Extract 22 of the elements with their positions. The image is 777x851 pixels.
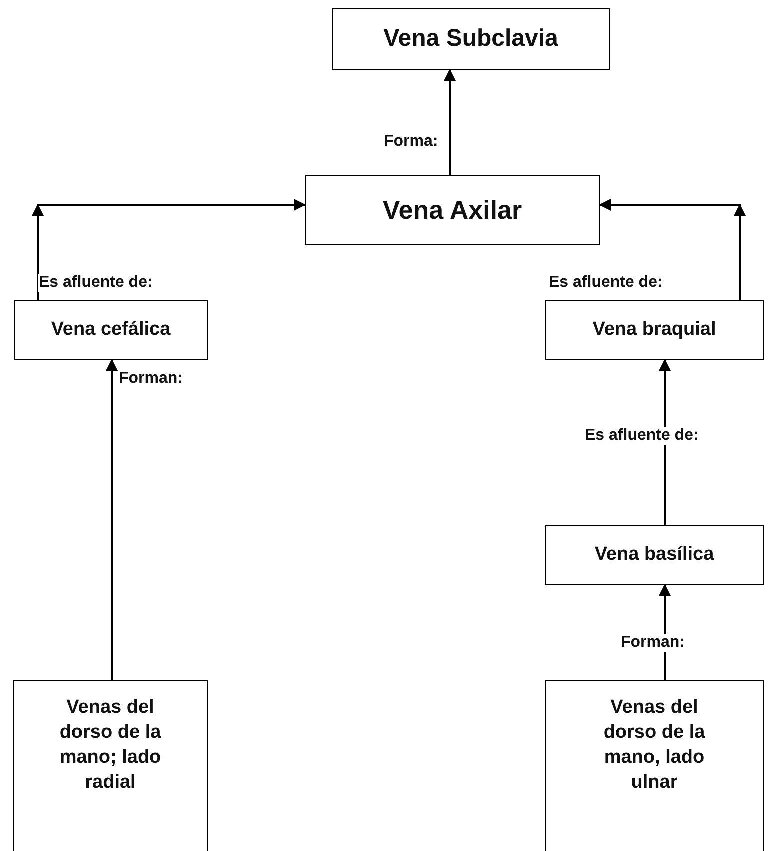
vein-box	[545, 300, 764, 360]
node-text: Venas del dorso de la mano; lado radial	[58, 696, 162, 795]
arrow	[659, 359, 671, 525]
vein-box	[545, 525, 764, 585]
vein-box	[332, 8, 610, 70]
edge-label: Es afluente de:	[584, 427, 700, 445]
arrow	[600, 199, 746, 300]
node-text: Vena basílica	[594, 544, 714, 566]
node-text: Vena cefálica	[51, 319, 171, 341]
node-text: Vena Axilar	[382, 194, 522, 226]
node-text: Venas del dorso de la mano, lado ulnar	[602, 696, 706, 795]
arrow	[32, 199, 305, 300]
edge-label: Es afluente de:	[38, 274, 154, 292]
node-text: Vena braquial	[592, 319, 716, 341]
arrow	[444, 69, 456, 175]
vein-box	[305, 175, 600, 245]
edge-label: Forman:	[620, 634, 686, 652]
arrow	[106, 359, 118, 680]
vein-box	[14, 300, 208, 360]
vein-box	[545, 680, 764, 851]
node-text: Vena Subclavia	[384, 25, 558, 53]
vein-box	[13, 680, 208, 851]
